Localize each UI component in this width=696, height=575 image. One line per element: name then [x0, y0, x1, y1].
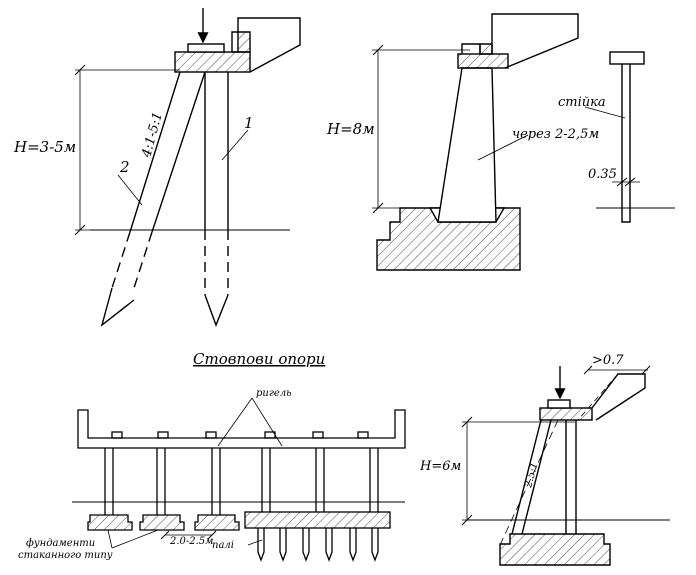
- fig4-crossbeam-label: ригель: [256, 388, 292, 399]
- fig2-spacing-label: через 2-2,5м: [512, 127, 599, 142]
- vertical-column: [565, 420, 577, 534]
- inclined-column: [511, 419, 552, 535]
- fig5-slope-label: 2.5:1: [523, 461, 541, 490]
- figure-2-column-support: [372, 13, 579, 271]
- glass-foundation: [87, 514, 133, 531]
- cap: [539, 407, 593, 421]
- pile-cap: [174, 51, 251, 73]
- crossbeam: [77, 409, 406, 449]
- fig1-pile-number-1: 1: [244, 114, 254, 132]
- fig2-height-label: H=8м: [326, 120, 375, 138]
- figure-1-pile-support: [74, 8, 301, 327]
- inclined-pile: [129, 71, 206, 233]
- figure-3-post: [584, 51, 675, 223]
- fig1-slope-label: 4:1-5:1: [139, 110, 166, 160]
- glass-foundation: [376, 207, 521, 271]
- column-cap: [457, 53, 509, 69]
- post-head: [609, 51, 645, 65]
- fig5-height-label: H=6м: [419, 459, 461, 474]
- fig4-foundations-label-1: фундаменти: [26, 538, 95, 549]
- pile-grillage: [244, 511, 391, 529]
- foundation: [499, 533, 611, 566]
- fig3-post-label: стійка: [558, 95, 606, 110]
- fig4-foundations-label-2: стаканного типу: [18, 550, 113, 561]
- figure-4-multi-column-support: [72, 397, 406, 562]
- column: [437, 67, 497, 223]
- fig5-overhang-label: >0.7: [592, 353, 624, 368]
- fig1-height-label: H=3-5м: [13, 138, 76, 156]
- fig4-piles-label: палі: [212, 540, 234, 551]
- figure-5-raked-support: [461, 365, 670, 566]
- fig1-pile-number-2: 2: [119, 158, 130, 176]
- fig3-dim-label: 0.35: [588, 167, 617, 182]
- fig4-spacing-label: 2.0-2.5м: [169, 536, 213, 547]
- section-title: Стовпови опори: [193, 350, 325, 368]
- vertical-pile: [204, 72, 229, 230]
